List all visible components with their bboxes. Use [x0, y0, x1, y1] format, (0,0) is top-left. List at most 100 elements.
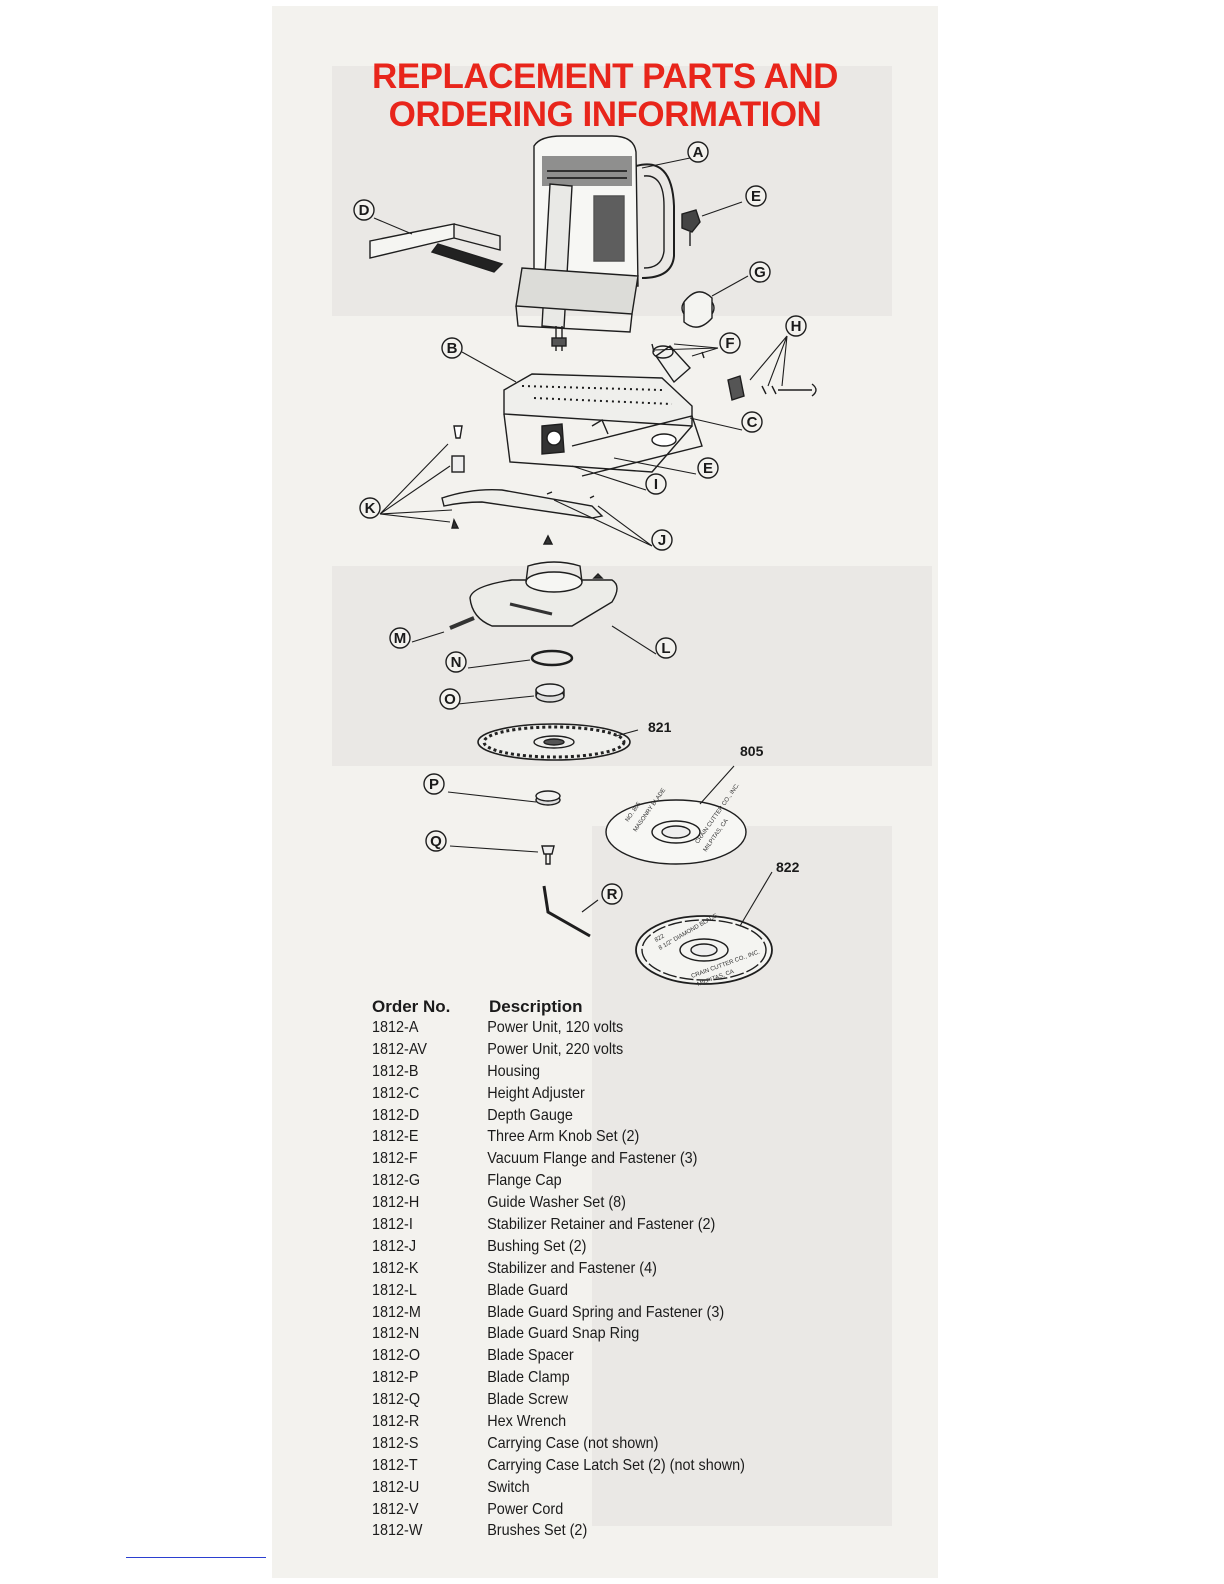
order-number-cell: 1812-Q: [372, 1391, 421, 1409]
callout-circle: [719, 332, 741, 354]
blade-guard-drawing: [469, 561, 618, 627]
callout-letter: J: [658, 532, 666, 549]
spring-drawing: [449, 616, 475, 630]
callout-letter: H: [791, 318, 802, 335]
callout-letter: E: [751, 188, 761, 205]
callout-r: R: [601, 883, 623, 905]
order-number-cell: 1812-B: [372, 1062, 419, 1080]
title-line-1: REPLACEMENT PARTS AND: [372, 57, 838, 96]
callout-a: A: [687, 141, 709, 163]
guide-washer-drawing: [727, 375, 817, 401]
callout-letter: R: [607, 886, 618, 903]
page-link-underline[interactable]: [126, 1557, 266, 1558]
table-row: 1812-C Height Adjuster: [372, 1083, 804, 1105]
description-header: Description: [489, 997, 583, 1016]
description-cell: Switch: [487, 1478, 530, 1496]
callout-letter: I: [654, 476, 658, 493]
callout-j: J: [651, 529, 673, 551]
blade-822-text: 822: [654, 933, 666, 944]
order-number-cell: 1812-I: [372, 1215, 413, 1233]
order-number-cell: 1812-G: [372, 1172, 421, 1190]
callout-circle: [697, 457, 719, 479]
order-number-cell: 1812-P: [372, 1369, 419, 1387]
scanned-page: REPLACEMENT PARTS AND ORDERING INFORMATI…: [272, 6, 938, 1578]
blade-805-number: 805: [740, 743, 764, 759]
title-line-2: ORDERING INFORMATION: [388, 95, 822, 134]
order-number-cell: 1812-A: [372, 1018, 419, 1036]
callout-letter: B: [447, 340, 458, 357]
callout-letter: G: [754, 264, 766, 281]
description-cell: Housing: [487, 1062, 541, 1080]
knob-e-drawing: [681, 209, 701, 246]
order-number-cell: 1812-M: [372, 1303, 421, 1321]
callout-letter: L: [661, 640, 670, 657]
callout-circle: [687, 141, 709, 163]
order-number-cell: 1812-R: [372, 1412, 420, 1430]
order-number-cell: 1812-W: [372, 1522, 423, 1540]
callout-e: E: [745, 185, 767, 207]
order-number-cell: 1812-D: [372, 1106, 420, 1124]
description-cell: Blade Guard: [487, 1281, 569, 1299]
description-cell: Blade Spacer: [487, 1347, 574, 1365]
callout-letter: K: [365, 500, 376, 517]
description-cell: Blade Guard Spring and Fastener (3): [487, 1303, 725, 1321]
callout-circle: [423, 773, 445, 795]
order-number-header: Order No.: [372, 997, 451, 1016]
vacuum-flange-drawing: [651, 343, 705, 384]
blade-822-number: 822: [776, 859, 800, 875]
callout-letter: P: [429, 776, 439, 793]
callout-circle: [601, 883, 623, 905]
callout-circle: [441, 337, 463, 359]
order-number-cell: 1812-L: [372, 1281, 417, 1299]
flange-cap-drawing: [681, 291, 715, 328]
callout-circle: [785, 315, 807, 337]
callout-c: C: [741, 411, 763, 433]
blade-screw-drawing: [541, 845, 555, 865]
description-cell: Guide Washer Set (8): [487, 1194, 626, 1212]
order-number-cell: 1812-J: [372, 1237, 417, 1255]
callout-circle: [439, 688, 461, 710]
spacer-drawing: [535, 683, 565, 703]
order-number-cell: 1812-K: [372, 1259, 419, 1277]
blade-805-drawing: [605, 799, 747, 865]
description-cell: Height Adjuster: [487, 1084, 585, 1102]
description-cell: Brushes Set (2): [487, 1522, 588, 1540]
callout-circle: [741, 411, 763, 433]
callout-circle: [389, 627, 411, 649]
callout-circle: [353, 199, 375, 221]
blade-821-drawing: [477, 723, 631, 761]
hex-wrench-drawing: [542, 885, 591, 938]
description-cell: Blade Guard Snap Ring: [487, 1325, 640, 1343]
callout-letter: D: [359, 202, 370, 219]
callout-letter: N: [451, 654, 462, 671]
callout-m: M: [389, 627, 411, 649]
callout-circle: [359, 497, 381, 519]
callout-circle: [651, 529, 673, 551]
description-cell: Carrying Case (not shown): [487, 1434, 659, 1452]
order-number-cell: 1812-F: [372, 1150, 418, 1168]
callout-g: G: [749, 261, 771, 283]
callout-letter: O: [444, 691, 456, 708]
callout-letter: C: [747, 414, 758, 431]
description-cell: Three Arm Knob Set (2): [487, 1128, 640, 1146]
order-number-cell: 1812-C: [372, 1084, 420, 1102]
table-row: 1812-W Brushes Set (2): [372, 1520, 804, 1542]
